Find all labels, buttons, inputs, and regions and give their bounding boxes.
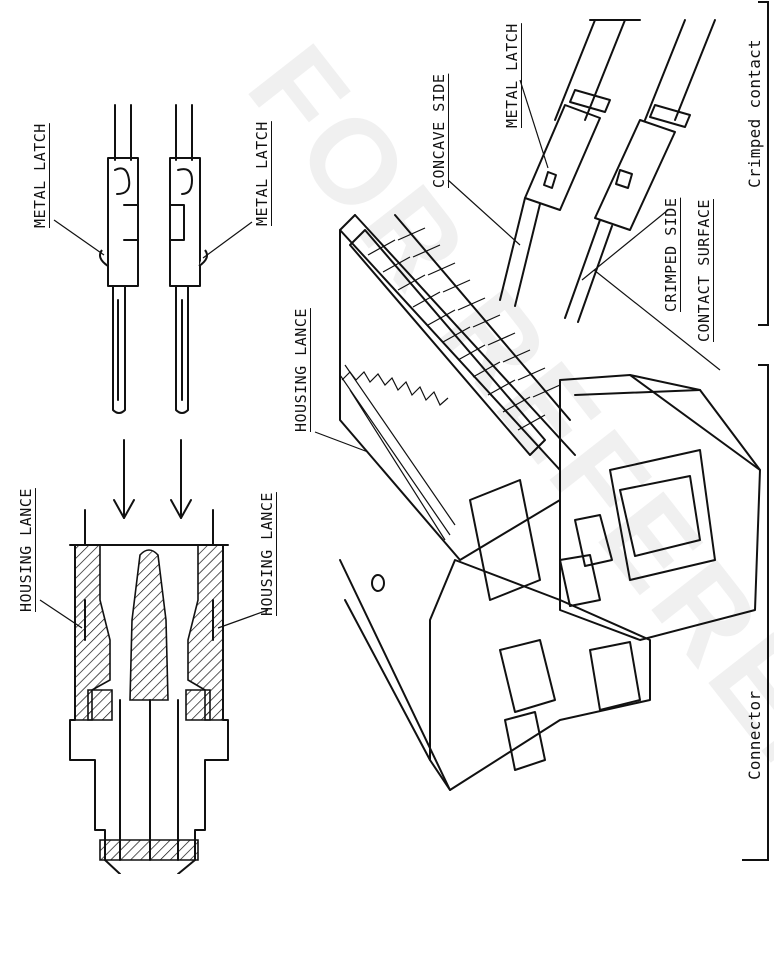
label-crimped-side: CRIMPED SIDE [662,197,680,312]
metal-latch-right-bump [198,249,208,267]
insertion-arrows [113,439,192,519]
diagram-drawing [39,1,769,874]
housing-cross-section [69,509,229,874]
label-metal-latch-left: METAL LATCH [31,123,49,228]
label-concave-side: CONCAVE SIDE [430,73,448,188]
label-housing-lance-right: HOUSING LANCE [258,492,276,616]
label-metal-latch-connector: METAL LATCH [503,23,521,128]
right-terminal-contact [169,104,208,414]
connector-bracket [742,364,769,861]
diagram-page: FOR REFERENCE [17,1,774,974]
connector-cavity-grid [339,214,571,541]
label-housing-lance-left: HOUSING LANCE [17,488,35,612]
crimped-contact-bracket [758,1,769,326]
connector-body [339,214,761,791]
label-metal-latch-right: METAL LATCH [253,121,271,226]
left-terminal-contact [99,104,139,414]
label-contact-surface: CONTACT SURFACE [695,199,713,342]
label-crimped-contact-group: Crimped contact [745,39,764,188]
label-housing-lance-connector: HOUSING LANCE [292,308,310,432]
crimped-contact-drawing [499,19,716,323]
label-connector-group: Connector [745,690,764,780]
